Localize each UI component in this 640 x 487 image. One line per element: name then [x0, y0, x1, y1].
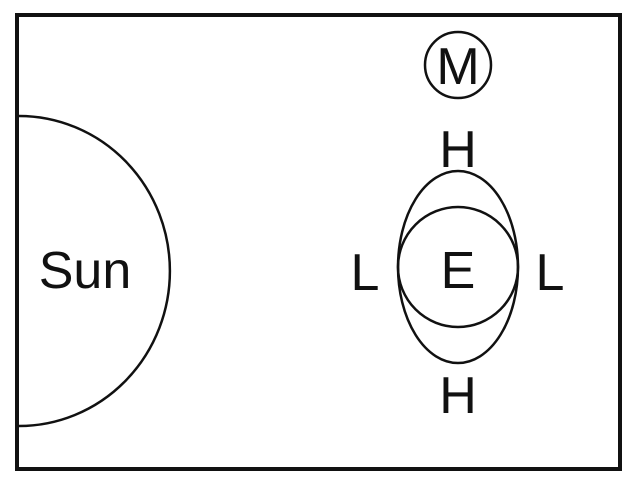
- low-tide-label-right: L: [536, 244, 565, 302]
- high-tide-label-bottom: H: [439, 367, 477, 425]
- moon-label: M: [436, 38, 479, 96]
- high-tide-label-top: H: [439, 121, 477, 179]
- sun-label: Sun: [39, 242, 132, 300]
- earth-label: E: [441, 242, 476, 300]
- low-tide-label-left: L: [351, 244, 380, 302]
